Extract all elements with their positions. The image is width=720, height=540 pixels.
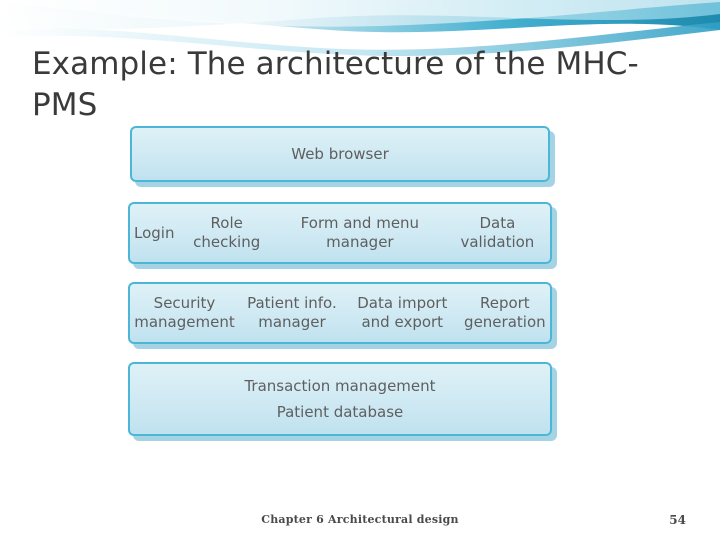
diagram-cell: Patient database: [276, 403, 404, 421]
diagram-layer-authentication-ui: Login Role checking Form and menu manage…: [128, 202, 552, 264]
diagram-cell: Login: [134, 223, 175, 242]
architecture-diagram: Web browser Login Role checking Form and…: [128, 126, 568, 446]
diagram-cell: Form and menu manager: [300, 214, 420, 251]
diagram-cell: Role checking: [193, 214, 261, 251]
footer-chapter-label: Chapter 6 Architectural design: [261, 513, 459, 526]
diagram-layer-data: Transaction management Patient database: [128, 362, 552, 436]
diagram-layer-application-services: Security management Patient info. manage…: [128, 282, 552, 344]
diagram-cell: Data import and export: [357, 294, 448, 331]
diagram-cell: Data validation: [460, 214, 535, 251]
page-title: Example: The architecture of the MHC-PMS: [32, 46, 639, 124]
diagram-cell: Transaction management: [244, 377, 436, 395]
diagram-cell: Report generation: [464, 294, 546, 331]
diagram-cell: Patient info. manager: [247, 294, 337, 331]
diagram-cell: Web browser: [291, 144, 389, 163]
diagram-layer-web-browser: Web browser: [130, 126, 550, 182]
slide-number: 54: [669, 513, 686, 527]
diagram-cell: Security management: [134, 294, 235, 331]
